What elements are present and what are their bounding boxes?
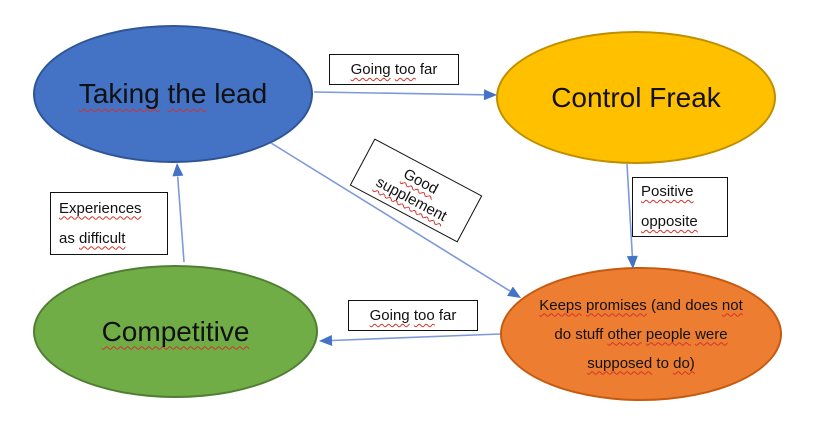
label-word: too xyxy=(413,307,435,324)
label-line: Positive xyxy=(641,177,694,207)
label-word: lead xyxy=(214,78,268,109)
label-word: (and xyxy=(650,296,682,314)
label-word: do) xyxy=(673,354,695,372)
label-word: other xyxy=(607,325,642,343)
label-word: Control Freak xyxy=(551,81,721,113)
label-word: opposite xyxy=(641,213,698,230)
arrow-taking-lead-to-control-freak[interactable] xyxy=(313,89,497,101)
node-competitive[interactable]: Competitive xyxy=(33,265,318,398)
edge-label-text: Going too far xyxy=(351,61,438,78)
edge-label-going-too-far-top[interactable]: Going too far xyxy=(329,54,459,85)
label-line: as difficult xyxy=(59,224,125,254)
node-keeps-promises[interactable]: Keeps promises (and does not do stuff ot… xyxy=(500,267,782,401)
label-word: people xyxy=(645,325,691,343)
label-word: the xyxy=(167,78,207,109)
node-control-freak[interactable]: Control Freak xyxy=(496,31,776,164)
label-word: stuff xyxy=(575,325,604,343)
label-word: does xyxy=(685,296,718,314)
label-word: promises xyxy=(585,296,647,314)
label-line: opposite xyxy=(641,207,698,237)
label-word: to xyxy=(656,354,669,372)
node-taking-the-lead-label: Taking the lead xyxy=(79,77,267,111)
label-word: far xyxy=(438,307,457,324)
label-word: were xyxy=(695,325,728,343)
label-word: Competitive xyxy=(101,315,250,347)
node-taking-the-lead[interactable]: Taking the lead xyxy=(33,25,313,163)
label-word: difficult xyxy=(79,229,126,247)
label-word: Going xyxy=(350,61,391,78)
edge-label-going-too-far-bottom[interactable]: Going too far xyxy=(348,300,478,331)
node-keeps-promises-label: Keeps promises (and does not do stuff ot… xyxy=(539,291,743,378)
node-control-freak-label: Control Freak xyxy=(551,81,721,115)
node-competitive-label: Competitive xyxy=(102,315,250,349)
label-word: Keeps xyxy=(539,296,582,314)
edge-label-text: Going too far xyxy=(370,307,457,324)
label-line: do stuff other people were xyxy=(539,320,743,349)
label-word: supposed xyxy=(587,354,653,372)
edge-label-positive-opposite[interactable]: Positive opposite xyxy=(632,177,728,237)
label-word: Going xyxy=(369,307,410,324)
arrow-keeps-promises-to-competitive[interactable] xyxy=(319,333,501,346)
arrow-competitive-to-taking-lead[interactable] xyxy=(172,163,185,263)
edge-label-experiences-as-difficult[interactable]: Experiences as difficult xyxy=(50,192,168,255)
label-word: Experiences xyxy=(59,199,142,217)
label-word: not xyxy=(721,296,743,314)
arrow-control-freak-to-keeps-promises[interactable] xyxy=(626,163,638,269)
label-word: do xyxy=(554,325,572,343)
label-word: as xyxy=(59,229,75,247)
label-line: Keeps promises (and does not xyxy=(539,291,743,320)
arrow-taking-lead-to-keeps-promises[interactable] xyxy=(270,142,521,298)
label-word: too xyxy=(394,61,416,78)
label-line: supposed to do) xyxy=(539,349,743,378)
label-line: Experiences xyxy=(59,194,142,224)
label-word: Taking xyxy=(78,78,160,109)
label-word: far xyxy=(419,61,438,78)
label-word: Positive xyxy=(641,183,694,200)
